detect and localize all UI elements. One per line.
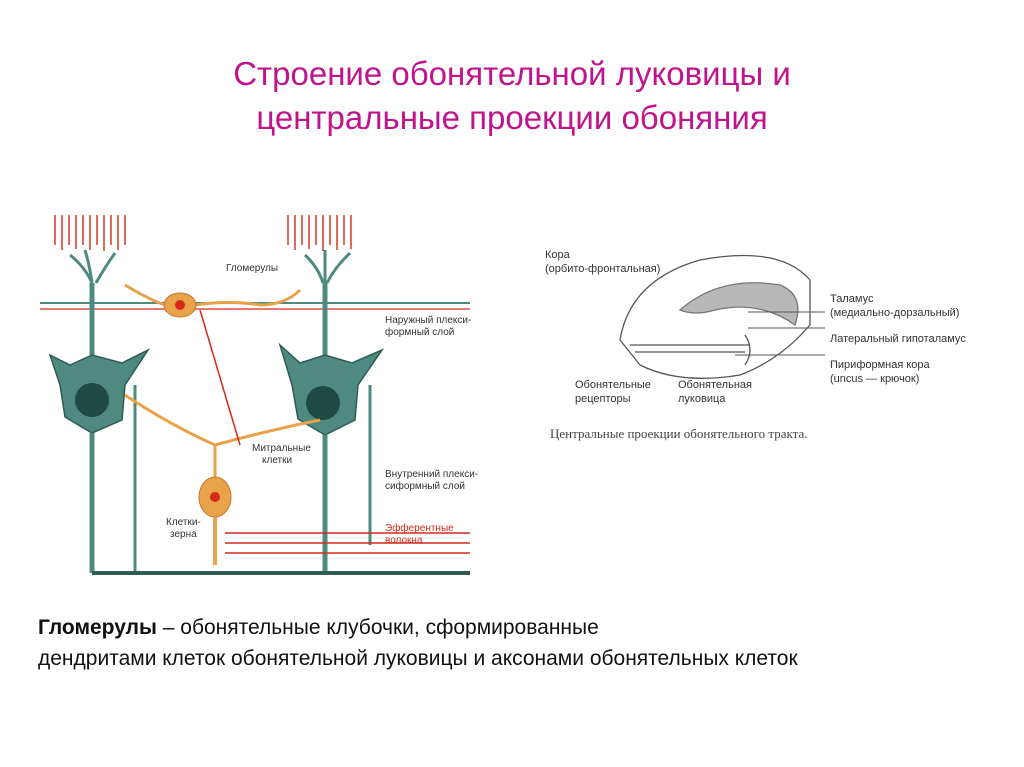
definition-text-line-1: – обонятельные клубочки, сформированные	[156, 616, 599, 639]
brain-outline	[619, 254, 811, 379]
slide-title-line-1: Строение обонятельной луковицы и	[233, 55, 791, 92]
label-cortex-1: Кора	[545, 249, 571, 261]
mitral-cell-left	[48, 283, 151, 573]
label-glomeruli: Гломерулы	[226, 263, 278, 274]
projection-pointers	[735, 311, 825, 356]
label-bulb-1: Обонятельная	[678, 379, 752, 391]
label-granule-2: зерна	[170, 529, 197, 540]
olfactory-bulb-diagram: Гломерулы Наружный плекси- формный слой …	[40, 215, 478, 575]
label-efferent-2: волокна	[385, 535, 423, 546]
label-inner-plexiform-1: Внутренний плекси-	[385, 469, 478, 480]
definition-term: Гломерулы	[38, 616, 157, 639]
footer-definition: Гломерулы – обонятельные клубочки, сформ…	[38, 612, 998, 674]
projections-caption: Центральные проекции обонятельного тракт…	[550, 426, 808, 441]
central-projections-diagram: Кора (орбито-фронтальная) Таламус (медиа…	[545, 249, 966, 441]
label-thalamus-2: (медиально-дорзальный)	[830, 307, 959, 319]
label-receptors-1: Обонятельные	[575, 379, 651, 391]
glomeruli-tufts	[69, 249, 352, 284]
label-lateral-hypothalamus: Латеральный гипоталамус	[830, 333, 966, 345]
label-outer-plexiform-2: формный слой	[385, 326, 454, 338]
label-piriform-2: (uncus — крючок)	[830, 373, 919, 385]
periglomerular-cell	[124, 283, 302, 318]
slide-title: Строение обонятельной луковицы и централ…	[0, 52, 1024, 140]
label-outer-plexiform-1: Наружный плекси-	[385, 315, 471, 326]
mitral-cell-right	[278, 283, 385, 573]
definition-text-line-2: дендритами клеток обонятельной луковицы …	[38, 647, 798, 670]
label-bulb-2: луковица	[678, 393, 726, 405]
slide-title-line-2: центральные проекции обоняния	[256, 99, 768, 136]
label-receptors-2: рецепторы	[575, 393, 631, 405]
label-granule-1: Клетки-	[166, 517, 201, 528]
label-mitral-1: Митральные	[252, 443, 311, 454]
label-inner-plexiform-2: сиформный слой	[385, 480, 465, 492]
efferent-fibers	[225, 532, 470, 554]
label-cortex-2: (орбито-фронтальная)	[545, 263, 660, 275]
label-thalamus-1: Таламус	[830, 293, 874, 305]
label-efferent-1: Эфферентные	[385, 522, 454, 534]
granule-cell	[124, 309, 321, 565]
label-mitral-2: клетки	[262, 455, 292, 466]
receptor-axons	[54, 215, 352, 251]
label-piriform-1: Пириформная кора	[830, 359, 931, 371]
